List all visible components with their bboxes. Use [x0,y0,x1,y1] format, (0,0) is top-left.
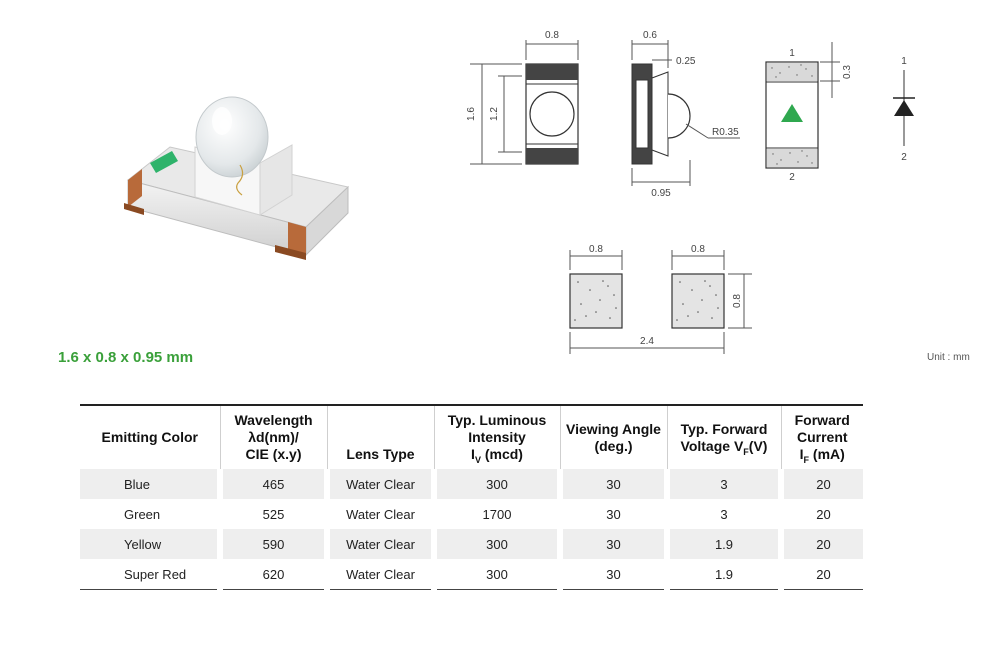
front-width-label: 0.8 [545,30,559,41]
cell-intensity: 300 [434,559,563,590]
table-row: Super Red 620 Water Clear 300 30 1.9 20 [80,559,863,590]
front-view-drawing: 0.8 1.6 1.2 [466,30,579,165]
top-pad-height-label: 0.3 [842,65,853,79]
cell-color: Green [80,499,223,529]
cell-lens: Water Clear [327,469,437,499]
side-lip-label: 0.25 [676,56,696,67]
header-emitting-color: Emitting Color [80,405,221,469]
symbol-pin2-label: 2 [901,152,907,163]
cell-angle: 30 [560,559,670,590]
top-view-drawing: 1 2 0.3 [765,42,853,183]
cell-angle: 30 [560,529,670,559]
table-header-row: Emitting Color Wavelength λd(nm)/ CIE (x… [80,405,863,469]
header-forward-voltage: Typ. Forward Voltage VF(V) [667,405,782,469]
table-row: Green 525 Water Clear 1700 30 3 20 [80,499,863,529]
cell-intensity: 300 [434,529,563,559]
cell-current: 20 [781,559,863,590]
cell-color: Yellow [80,529,223,559]
polarity-marker-icon [781,104,803,122]
footprint-height-label: 0.8 [732,294,743,308]
cell-current: 20 [816,506,831,522]
cell-lens: Water Clear [327,559,437,590]
cell-wavelength: 525 [220,499,330,529]
front-height-inner-label: 1.2 [489,107,500,121]
footprint-right-width-label: 0.8 [691,244,705,255]
cell-voltage: 1.9 [667,529,784,559]
front-height-total-label: 1.6 [466,107,477,121]
cell-wavelength: 590 [220,529,330,559]
header-viewing-angle: Viewing Angle (deg.) [560,405,668,469]
cell-color: Blue [80,469,223,499]
cell-color: Super Red [80,559,223,590]
cell-current: 20 [781,529,863,559]
side-width-label: 0.6 [643,30,657,41]
footprint-total-width-label: 2.4 [640,336,654,347]
table-row: Blue 465 Water Clear 300 30 3 20 [80,469,863,499]
header-wavelength: Wavelength λd(nm)/ CIE (x.y) [220,405,328,469]
header-lens-type: Lens Type [327,405,435,469]
header-luminous-intensity: Typ. Luminous Intensity IV (mcd) [434,405,561,469]
unit-note: Unit : mm [927,352,970,363]
side-radius-label: R0.35 [712,127,739,138]
cell-angle: 30 [560,499,670,529]
header-forward-current: Forward Current IF (mA) [794,412,850,465]
symbol-pin1-label: 1 [901,56,907,67]
side-depth-label: 0.95 [651,188,671,199]
cell-voltage: 1.9 [667,559,784,590]
package-size-caption: 1.6 x 0.8 x 0.95 mm [58,349,194,366]
cell-wavelength: 620 [220,559,330,590]
cell-voltage: 3 [667,499,784,529]
spec-table: Emitting Color Wavelength λd(nm)/ CIE (x… [80,404,863,590]
top-pin2-label: 2 [789,172,795,183]
cell-intensity: 300 [434,469,563,499]
footprint-left-width-label: 0.8 [589,244,603,255]
cell-intensity: 1700 [434,499,563,529]
footprint-drawing: 0.8 0.8 0.8 2.4 [569,244,752,354]
cell-angle: 30 [560,469,670,499]
top-pin1-label: 1 [789,48,795,59]
cell-lens: Water Clear [327,499,437,529]
smd-led-photo-icon [124,96,350,260]
cell-lens: Water Clear [327,529,437,559]
cell-wavelength: 465 [220,469,330,499]
table-row: Yellow 590 Water Clear 300 30 1.9 20 [80,529,863,559]
cell-voltage: 3 [667,469,784,499]
dimension-drawings: 0.8 1.6 1.2 0.6 0.25 R0.35 0.95 [466,30,915,354]
diode-symbol-icon: 1 2 [893,56,915,163]
cell-current: 20 [781,469,863,499]
side-view-drawing: 0.6 0.25 R0.35 0.95 [631,30,740,199]
